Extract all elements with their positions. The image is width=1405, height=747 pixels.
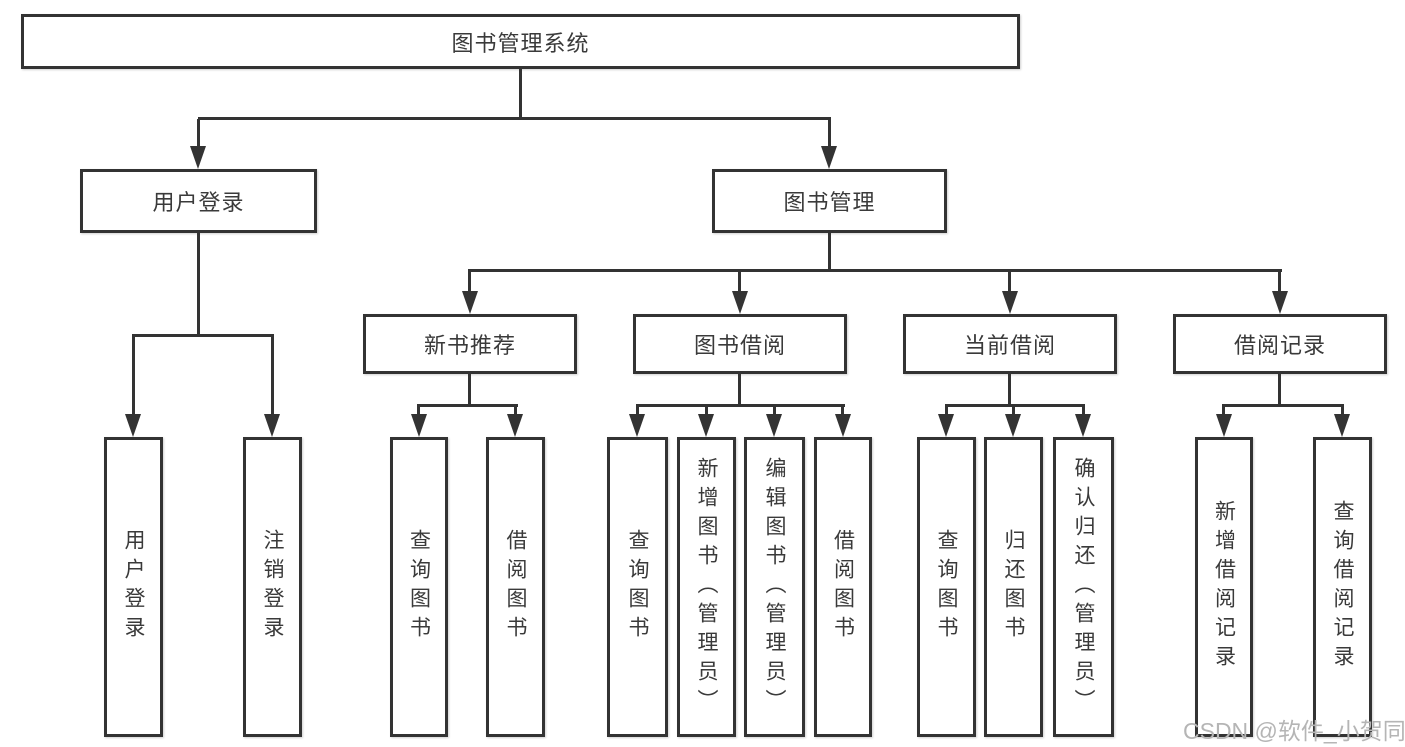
leaf-label: 归还图书	[1002, 529, 1025, 645]
arrow-down-icon	[264, 414, 280, 437]
node-book-management-module: 图书管理	[712, 169, 947, 233]
arrow-down-icon	[411, 414, 427, 437]
leaf-label: 查询图书	[626, 529, 649, 645]
connector-line	[1008, 271, 1011, 292]
leaf-borrow-books-recommend: 借阅图书	[486, 437, 545, 737]
connector-line	[738, 374, 741, 407]
node-label: 借阅记录	[1233, 333, 1326, 358]
connector-line	[271, 336, 274, 414]
leaf-edit-books-admin: 编辑图书（管理员）	[744, 437, 805, 737]
leaf-query-borrow-record: 查询借阅记录	[1313, 437, 1372, 737]
leaf-query-books-current: 查询图书	[917, 437, 976, 737]
connector-line	[468, 269, 1282, 272]
arrow-down-icon	[1002, 291, 1018, 314]
node-label: 图书管理系统	[451, 30, 590, 56]
arrow-down-icon	[732, 291, 748, 314]
node-current-borrowing: 当前借阅	[903, 314, 1117, 374]
leaf-label: 借阅图书	[831, 529, 855, 645]
connector-line	[1341, 406, 1344, 415]
leaf-query-books-recommend: 查询图书	[390, 437, 448, 737]
arrow-down-icon	[835, 414, 851, 437]
node-new-book-recommend: 新书推荐	[363, 314, 577, 374]
node-label: 当前借阅	[963, 333, 1056, 358]
leaf-label: 借阅图书	[504, 529, 527, 645]
arrow-down-icon	[125, 414, 141, 437]
connector-line	[1278, 271, 1281, 292]
connector-line	[1012, 406, 1015, 415]
connector-line	[738, 271, 741, 292]
node-book-borrowing: 图书借阅	[633, 314, 847, 374]
connector-line	[519, 69, 522, 119]
connector-line	[705, 406, 708, 415]
arrow-down-icon	[1005, 414, 1021, 437]
arrow-down-icon	[698, 414, 714, 437]
arrow-down-icon	[938, 414, 954, 437]
node-borrow-records: 借阅记录	[1173, 314, 1387, 374]
leaf-confirm-return-admin: 确认归还（管理员）	[1053, 437, 1114, 737]
leaf-user-login: 用户登录	[104, 437, 163, 737]
connector-line	[636, 406, 639, 415]
connector-line	[636, 404, 845, 407]
arrow-down-icon	[1334, 414, 1350, 437]
arrow-down-icon	[821, 146, 837, 169]
connector-line	[1222, 406, 1225, 415]
node-label: 图书借阅	[693, 333, 786, 358]
connector-line	[417, 406, 420, 415]
arrow-down-icon	[1075, 414, 1091, 437]
leaf-label: 查询图书	[407, 529, 431, 645]
node-label: 用户登录	[152, 190, 245, 215]
connector-line	[945, 406, 948, 415]
leaf-label: 查询借阅记录	[1331, 500, 1354, 674]
arrow-down-icon	[462, 291, 478, 314]
node-label: 新书推荐	[423, 333, 516, 358]
leaf-borrow-books-borrowing: 借阅图书	[814, 437, 872, 737]
connector-line	[1008, 374, 1011, 407]
connector-line	[198, 117, 831, 120]
connector-line	[132, 334, 274, 337]
connector-line	[841, 406, 844, 415]
connector-line	[773, 406, 776, 415]
arrow-down-icon	[1272, 291, 1288, 314]
leaf-label: 编辑图书（管理员）	[763, 456, 786, 718]
arrow-down-icon	[1216, 414, 1232, 437]
arrow-down-icon	[190, 146, 206, 169]
connector-line	[1222, 404, 1344, 407]
connector-line	[197, 119, 200, 147]
connector-line	[132, 336, 135, 414]
connector-line	[468, 271, 471, 292]
leaf-return-books: 归还图书	[984, 437, 1043, 737]
connector-line	[828, 119, 831, 147]
leaf-label: 用户登录	[122, 529, 145, 645]
arrow-down-icon	[629, 414, 645, 437]
leaf-label: 确认归还（管理员）	[1072, 456, 1095, 718]
leaf-query-books-borrowing: 查询图书	[607, 437, 668, 737]
leaf-label: 新增借阅记录	[1212, 500, 1236, 674]
connector-line	[945, 404, 1085, 407]
csdn-watermark: CSDN @软件_小贺同学	[1183, 718, 1405, 744]
arrow-down-icon	[507, 414, 523, 437]
leaf-logout: 注销登录	[243, 437, 302, 737]
connector-line	[468, 374, 471, 407]
connector-line	[197, 233, 200, 337]
node-root-library-system: 图书管理系统	[21, 14, 1020, 69]
leaf-label: 注销登录	[261, 529, 284, 645]
node-label: 图书管理	[783, 190, 876, 215]
connector-line	[417, 404, 518, 407]
arrow-down-icon	[766, 414, 782, 437]
node-user-login-module: 用户登录	[80, 169, 317, 233]
leaf-add-borrow-record: 新增借阅记录	[1195, 437, 1253, 737]
connector-line	[1278, 374, 1281, 407]
connector-line	[514, 406, 517, 415]
leaf-label: 新增图书（管理员）	[695, 456, 718, 718]
connector-line	[1082, 406, 1085, 415]
leaf-label: 查询图书	[935, 529, 958, 645]
connector-line	[828, 233, 831, 272]
leaf-add-books-admin: 新增图书（管理员）	[677, 437, 736, 737]
